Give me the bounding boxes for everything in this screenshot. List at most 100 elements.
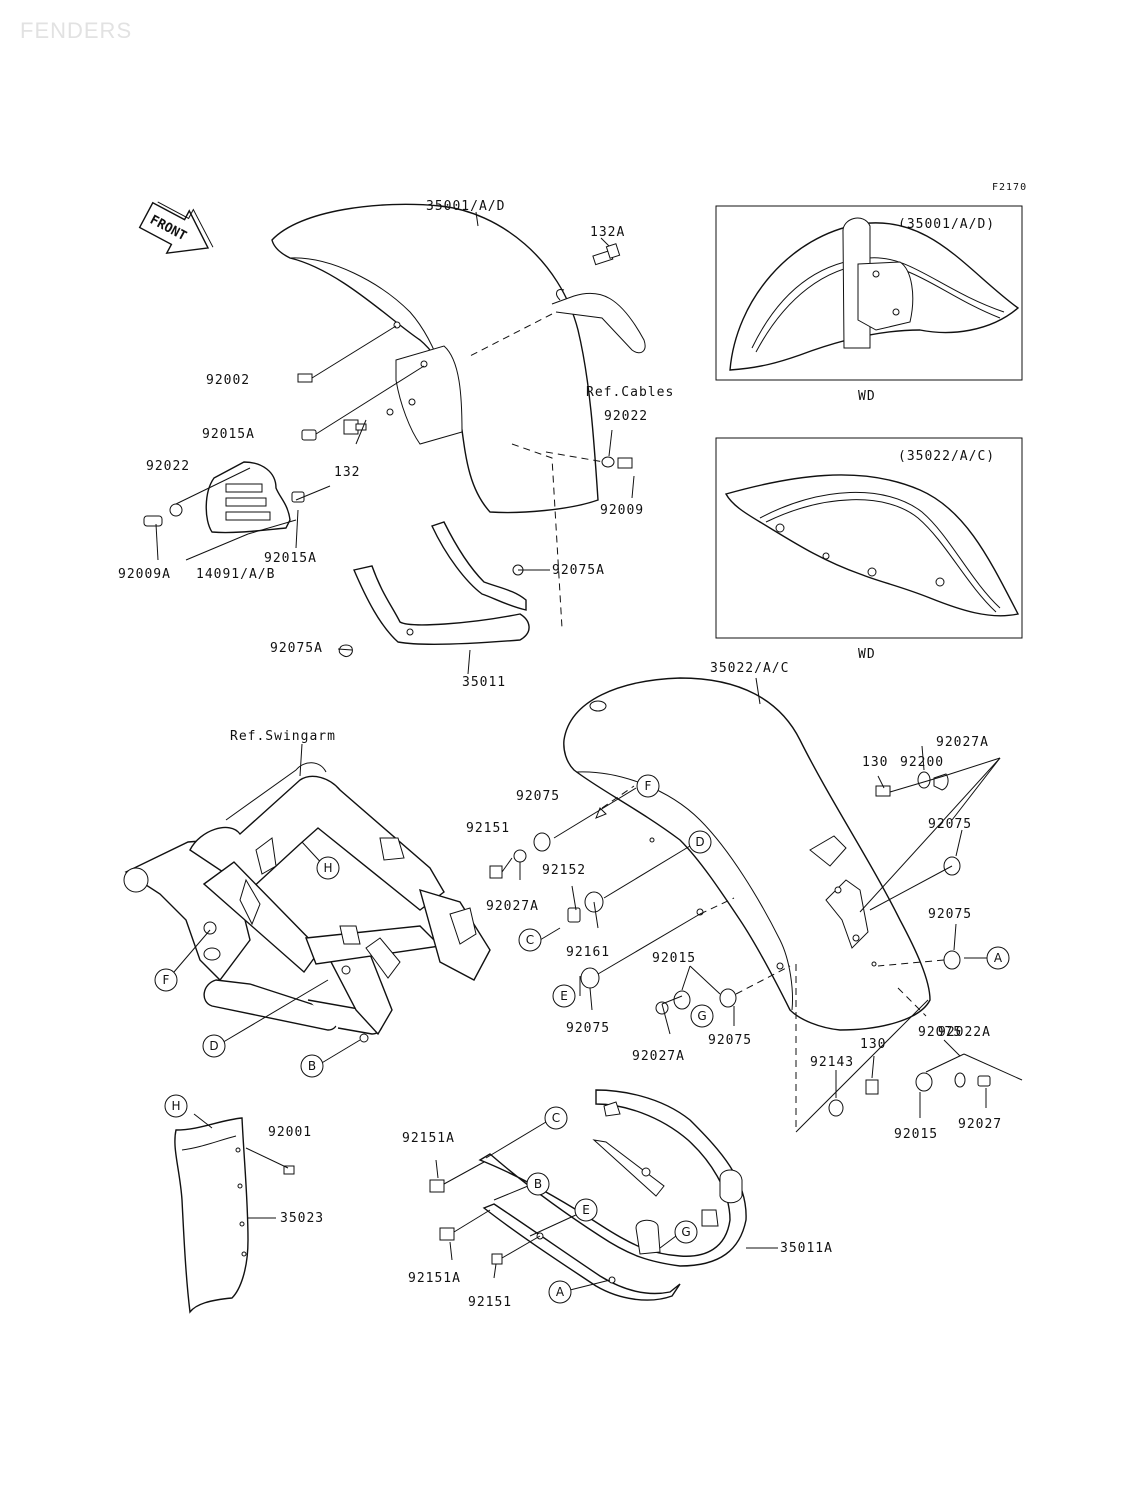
label-92075-a: 92075	[918, 1025, 962, 1040]
front-arrow-icon: FRONT	[138, 201, 214, 255]
label-35023: 35023	[280, 1211, 324, 1226]
swingarm-leaders	[173, 743, 361, 1065]
label-92022-right: 92022	[604, 409, 648, 424]
page-watermark-title: FENDERS	[20, 18, 132, 43]
swingarm-part	[123, 762, 491, 1043]
label-92075a-left: 92075A	[270, 641, 323, 656]
label-35011: 35011	[462, 675, 506, 690]
callout-h-flap: H	[164, 1094, 188, 1118]
svg-text:D: D	[695, 835, 704, 849]
bolt-132	[343, 419, 367, 435]
callout-g-stay: G	[674, 1220, 698, 1244]
label-ref-cables: Ref.Cables	[586, 385, 674, 400]
callout-e-stay: E	[574, 1198, 598, 1222]
label-92075-e: 92075	[566, 1021, 610, 1036]
label-92015-mid: 92015	[652, 951, 696, 966]
callout-g-rear: G	[690, 1004, 714, 1028]
svg-text:G: G	[681, 1225, 690, 1239]
label-92143: 92143	[810, 1055, 854, 1070]
label-92027a-lower: 92027A	[632, 1049, 685, 1064]
callout-f-swingarm: F	[154, 968, 178, 992]
svg-text:B: B	[308, 1059, 316, 1073]
callout-e-rear: E	[552, 984, 576, 1008]
svg-text:B: B	[534, 1177, 542, 1191]
callout-a-rear: A	[986, 946, 1010, 970]
front-fender-part	[271, 203, 599, 629]
label-92027a-upper: 92027A	[936, 735, 989, 750]
label-130-lower: 130	[860, 1037, 886, 1052]
svg-text:H: H	[171, 1099, 180, 1113]
label-92015a-upper: 92015A	[202, 427, 255, 442]
bolt-132a	[592, 243, 621, 266]
svg-text:G: G	[697, 1009, 706, 1023]
front-leaders	[155, 211, 635, 675]
label-130-upper: 130	[862, 755, 888, 770]
inset-front-title: (35001/A/D)	[898, 217, 995, 232]
label-92001: 92001	[268, 1125, 312, 1140]
rear-fender-part	[563, 677, 931, 1031]
label-92151-lower: 92151	[468, 1295, 512, 1310]
label-92075-right-mid: 92075	[928, 907, 972, 922]
svg-text:C: C	[526, 933, 534, 947]
svg-text:H: H	[323, 861, 332, 875]
fender-stay-rear-part	[429, 1089, 747, 1301]
callout-b-stay: B	[526, 1172, 550, 1196]
bolt-92002	[297, 373, 313, 383]
label-92075-right-upper: 92075	[928, 817, 972, 832]
label-14091-a-b: 14091/A/B	[196, 567, 275, 582]
flap-part	[174, 1113, 295, 1314]
label-92022a: 92022A	[938, 1025, 991, 1040]
label-92002: 92002	[206, 373, 250, 388]
svg-text:D: D	[209, 1039, 218, 1053]
label-92075a-right: 92075A	[552, 563, 605, 578]
callout-h-swingarm: H	[316, 856, 340, 880]
svg-text:E: E	[560, 989, 568, 1003]
label-132: 132	[334, 465, 360, 480]
label-92027-lower: 92027	[958, 1117, 1002, 1132]
washer-92022-right	[601, 456, 633, 469]
callout-d-swingarm: D	[202, 1034, 226, 1058]
svg-text:F: F	[163, 973, 170, 987]
callout-c-rear: C	[518, 928, 542, 952]
svg-text:E: E	[582, 1203, 590, 1217]
label-92009a: 92009A	[118, 567, 171, 582]
label-92151a-lower: 92151A	[408, 1271, 461, 1286]
label-35001-a-d: 35001/A/D	[426, 199, 505, 214]
callout-b-swingarm: B	[300, 1054, 324, 1078]
label-92151a-upper: 92151A	[402, 1131, 455, 1146]
label-ref-swingarm: Ref.Swingarm	[230, 729, 336, 744]
stay-leaders	[435, 1121, 778, 1291]
cable-guide-part	[551, 289, 646, 354]
inset-rear-caption: WD	[858, 647, 876, 662]
callout-c-stay: C	[544, 1106, 568, 1130]
svg-text:A: A	[556, 1285, 565, 1299]
inset-rear-title: (35022/A/C)	[898, 449, 995, 464]
svg-text:A: A	[994, 951, 1003, 965]
label-92015a-lower: 92015A	[264, 551, 317, 566]
label-92161: 92161	[566, 945, 610, 960]
label-92015-lower: 92015	[894, 1127, 938, 1142]
inset-rear-fender: (35022/A/C) WD	[715, 437, 1023, 662]
callout-f-rear: F	[636, 774, 660, 798]
label-92200: 92200	[900, 755, 944, 770]
label-92009: 92009	[600, 503, 644, 518]
svg-text:C: C	[552, 1111, 560, 1125]
rear-leaders	[501, 677, 1023, 1133]
label-35022-a-c: 35022/A/C	[710, 661, 789, 676]
figure-code: F2170	[992, 182, 1027, 193]
bolt-92015a-upper	[301, 429, 317, 441]
label-35011a: 35011A	[780, 1241, 833, 1256]
label-92075-g: 92075	[708, 1033, 752, 1048]
label-92151-upper: 92151	[466, 821, 510, 836]
callout-a-stay: A	[548, 1280, 572, 1304]
label-92152: 92152	[542, 863, 586, 878]
svg-text:F: F	[645, 779, 652, 793]
inset-front-caption: WD	[858, 389, 876, 404]
fender-stay-front-part	[338, 521, 530, 657]
label-132a: 132A	[590, 225, 625, 240]
inset-front-fender: (35001/A/D) WD	[715, 205, 1023, 404]
label-92027a-mid: 92027A	[486, 899, 539, 914]
callout-d-rear: D	[688, 830, 712, 854]
label-92022-left: 92022	[146, 459, 190, 474]
label-92075-f: 92075	[516, 789, 560, 804]
